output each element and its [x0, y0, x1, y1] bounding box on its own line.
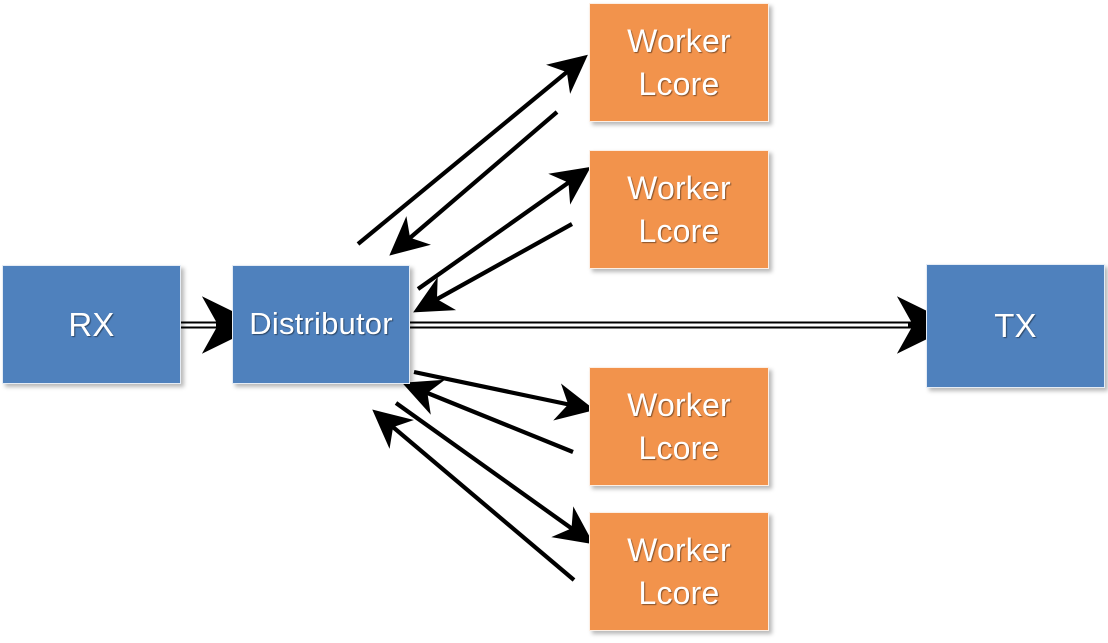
- node-worker-lcore-4-line2: Lcore: [638, 574, 720, 611]
- edge-distributor-to-worker-2: [416, 166, 591, 291]
- edge-distributor-to-worker-3: [413, 369, 595, 421]
- node-worker-lcore-4-line1: Worker: [627, 532, 731, 569]
- node-worker-lcore-1-line1: Worker: [627, 23, 731, 60]
- node-tx[interactable]: TX: [926, 264, 1105, 388]
- node-worker-lcore-1-line2: Lcore: [638, 65, 720, 102]
- node-rx[interactable]: RX: [2, 265, 181, 384]
- node-worker-lcore-1[interactable]: Worker Lcore: [589, 3, 769, 122]
- node-worker-lcore-2-line1: Worker: [627, 170, 731, 207]
- node-tx-label: TX: [994, 307, 1037, 345]
- edge-worker-4-to-distributor: [372, 409, 576, 582]
- node-worker-lcore-2[interactable]: Worker Lcore: [589, 150, 769, 269]
- edge-worker-2-to-distributor: [413, 222, 574, 313]
- node-distributor-label: Distributor: [249, 306, 393, 342]
- edge-worker-3-to-distributor: [402, 379, 574, 454]
- node-worker-lcore-4[interactable]: Worker Lcore: [589, 512, 769, 631]
- node-distributor[interactable]: Distributor: [232, 265, 410, 384]
- edge-worker-1-to-distributor: [389, 110, 559, 256]
- node-worker-lcore-2-line2: Lcore: [638, 212, 720, 249]
- edge-distributor-to-worker-1: [356, 54, 588, 246]
- node-worker-lcore-3-line1: Worker: [627, 387, 731, 424]
- edge-distributor-to-worker-4: [394, 401, 594, 545]
- node-rx-label: RX: [68, 305, 115, 343]
- node-worker-lcore-3-line2: Lcore: [638, 429, 720, 466]
- node-worker-lcore-3[interactable]: Worker Lcore: [589, 367, 769, 486]
